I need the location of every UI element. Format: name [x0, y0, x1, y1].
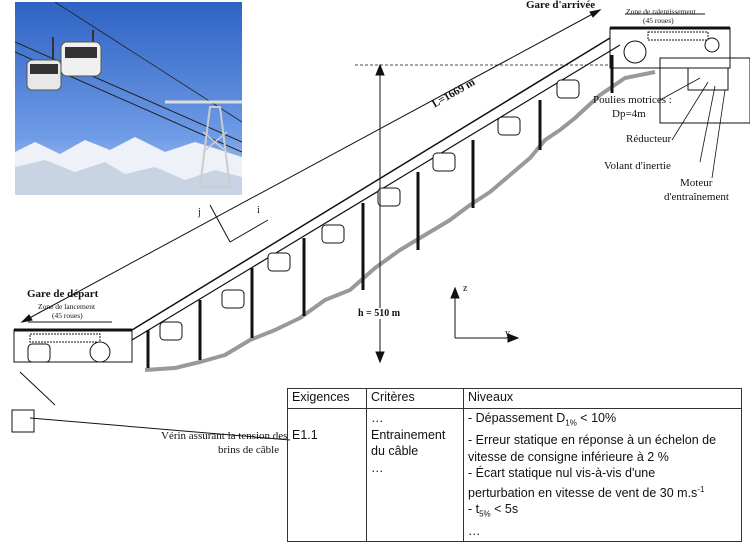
critere-line: … [371, 411, 384, 425]
table-row: E1.1 … Entrainement du câble … - Dépasse… [287, 408, 742, 542]
niveaux-cell: - Dépassement D1% < 10% - Erreur statiqu… [463, 408, 742, 542]
axis-z-label: z [463, 283, 468, 294]
critere-line: du câble [371, 444, 419, 458]
cabins [159, 79, 580, 341]
dp-label: Dp=4m [612, 108, 646, 120]
height-label: h = 510 m [358, 308, 401, 319]
header-exigences: Exigences [287, 388, 367, 409]
header-criteres: Critères [366, 388, 464, 409]
zone-ralentissement-label: Zone de ralentissement [626, 7, 696, 16]
axis-i-label: i [257, 205, 260, 216]
lower-station [13, 321, 133, 363]
cable-lower [131, 44, 621, 341]
ij-axes [209, 204, 269, 243]
table-header-row: Exigences Critères Niveaux [287, 388, 742, 409]
terrain-profile [144, 70, 656, 372]
length-arrow [20, 9, 602, 323]
tension-jack [11, 371, 291, 441]
axis-j-label: j [198, 207, 201, 218]
moteur-label-1: Moteur [680, 177, 713, 189]
exigence-id: E1.1 [292, 427, 318, 442]
niveau-line: - Erreur statique en réponse à un échelo… [468, 433, 717, 447]
verin-label-1: Vérin assurant la tension des [161, 430, 288, 442]
upper-station [609, 13, 750, 124]
critere-line: Entrainement [371, 427, 446, 442]
pylons [146, 55, 614, 368]
reducteur-label: Réducteur [626, 133, 672, 145]
zone-lancement-label: Zone de lancement [38, 302, 96, 311]
header-niveaux: Niveaux [463, 388, 742, 409]
niveau-line: - t5% < 5s [468, 502, 519, 519]
poulies-label: Poulies motrices : [593, 94, 672, 106]
yz-axes [450, 286, 520, 343]
requirements-table: Exigences Critères Niveaux E1.1 … Entrai… [287, 388, 742, 542]
critere-line: … [371, 460, 384, 475]
niveau-line: - Dépassement D1% < 10% [468, 411, 617, 428]
roues-haut-label: (45 roues) [643, 16, 674, 25]
niveau-line: … [468, 524, 481, 539]
gare-depart-label: Gare de départ [27, 288, 99, 300]
gare-arrivee-label: Gare d'arrivée [526, 0, 596, 11]
exigence-cell: E1.1 [287, 408, 367, 542]
verin-label-2: brins de câble [218, 444, 280, 456]
axis-y-label: y [505, 328, 510, 339]
niveau-line: perturbation en vitesse de vent de 30 m.… [468, 484, 705, 500]
gondola-photo [15, 2, 242, 195]
roues-bas-label: (45 roues) [52, 311, 83, 320]
niveau-line: - Écart statique nul vis-à-vis d'une [468, 466, 656, 480]
criteres-cell: … Entrainement du câble … [366, 408, 464, 542]
moteur-label-2: d'entraînement [664, 191, 729, 203]
cable-upper [131, 37, 611, 331]
niveau-line: vitesse de consigne inférieure à 2 % [468, 449, 669, 464]
volant-label: Volant d'inertie [604, 160, 671, 172]
leader-lines [659, 77, 726, 179]
